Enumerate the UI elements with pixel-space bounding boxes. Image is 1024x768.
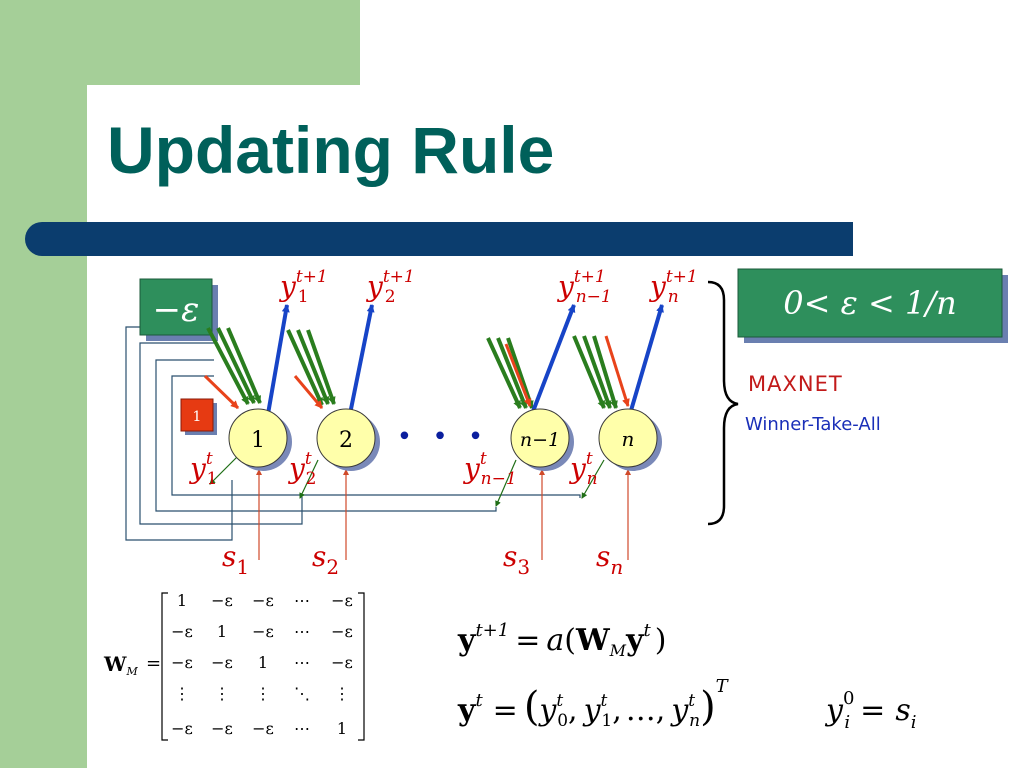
matrix-cell: ⋱ xyxy=(294,684,310,703)
matrix-cell: ⋮ xyxy=(214,684,230,703)
matrix-left-bracket xyxy=(161,592,168,741)
matrix-cell: 1 xyxy=(217,622,227,641)
matrix-cell: −ε xyxy=(331,622,353,641)
matrix-cell: 1 xyxy=(177,591,187,610)
matrix-name: WM xyxy=(103,652,138,678)
matrix-cell: −ε xyxy=(211,591,233,610)
matrix-cell: −ε xyxy=(171,653,193,672)
matrix-right-bracket xyxy=(358,592,365,741)
input-label-3: s3 xyxy=(503,540,530,579)
update-equation: yt+1=a(WMyt) xyxy=(457,620,666,660)
top-green-block xyxy=(0,0,360,85)
matrix-cell: ⋮ xyxy=(334,684,350,703)
matrix-cell: −ε xyxy=(171,622,193,641)
matrix-cell: −ε xyxy=(331,591,353,610)
condition-text: 0< ε < 1/n xyxy=(783,284,956,322)
input-labels: s1 s2 s3 sn xyxy=(222,540,623,579)
matrix-cell: −ε xyxy=(252,591,274,610)
self-weight-box: 1 xyxy=(180,398,217,435)
matrix-cell: −ε xyxy=(171,719,193,738)
condition-box: 0< ε < 1/n xyxy=(737,268,1008,343)
neuron-label: 2 xyxy=(339,428,353,453)
matrix-cell: ⋯ xyxy=(294,622,310,641)
state-arrows xyxy=(209,455,605,507)
matrix-cell: −ε xyxy=(252,719,274,738)
neuron-1: 1 xyxy=(228,408,292,471)
neuron-n-minus-1: n−1 xyxy=(510,408,574,471)
neg-epsilon-text: −ε xyxy=(153,290,200,330)
slide-title: Updating Rule xyxy=(107,113,555,187)
neuron-2: 2 xyxy=(316,408,380,471)
matrix-cells: 1 −ε −ε ⋯ −ε −ε 1 −ε ⋯ −ε −ε −ε 1 ⋯ −ε ⋮ ⋮ ⋮ ⋱ ⋮ −ε −ε −ε ⋯ 1 xyxy=(171,591,353,738)
neuron-n: n xyxy=(598,408,662,471)
title-underline-bar xyxy=(25,222,853,256)
self-excitation-arrows xyxy=(203,335,630,410)
left-green-strip xyxy=(0,0,87,768)
matrix-cell: −ε xyxy=(331,653,353,672)
input-label-1: s1 xyxy=(222,540,249,579)
inhibitory-arrows xyxy=(206,327,618,409)
neg-epsilon-box: −ε xyxy=(139,278,218,341)
matrix-cell: ⋯ xyxy=(294,719,310,738)
matrix-cell: ⋮ xyxy=(174,684,190,703)
matrix-cell: −ε xyxy=(252,622,274,641)
neuron-label: 1 xyxy=(251,428,265,453)
matrix-cell: ⋯ xyxy=(294,591,310,610)
matrix-cell: 1 xyxy=(258,653,268,672)
output-arrows xyxy=(266,304,664,415)
matrix-cell: 1 xyxy=(337,719,347,738)
neurons: 1 2 n−1 n xyxy=(228,408,662,471)
input-arrows xyxy=(256,469,631,560)
input-label-2: s2 xyxy=(312,540,339,579)
neuron-label: n−1 xyxy=(520,429,560,451)
self-weight-text: 1 xyxy=(193,409,202,425)
ellipsis-dots: • • • xyxy=(397,422,490,452)
weight-matrix: WM = 1 −ε −ε ⋯ −ε −ε 1 −ε ⋯ −ε −ε −ε 1 ⋯ −ε ⋮ ⋮ ⋮ ⋱ ⋮ −ε −ε −ε… xyxy=(103,591,365,741)
update-equation-text: yt+1=a(WMyt) xyxy=(457,620,666,660)
matrix-equals: = xyxy=(146,653,161,674)
input-label-n: sn xyxy=(596,540,623,579)
neuron-label: n xyxy=(622,427,635,451)
matrix-cell: ⋯ xyxy=(294,653,310,672)
matrix-cell: ⋮ xyxy=(255,684,271,703)
matrix-cell: −ε xyxy=(211,719,233,738)
maxnet-subtitle: Winner-Take-All xyxy=(745,414,881,435)
maxnet-title: MAXNET xyxy=(748,372,843,396)
matrix-cell: −ε xyxy=(211,653,233,672)
grouping-brace xyxy=(707,280,739,526)
